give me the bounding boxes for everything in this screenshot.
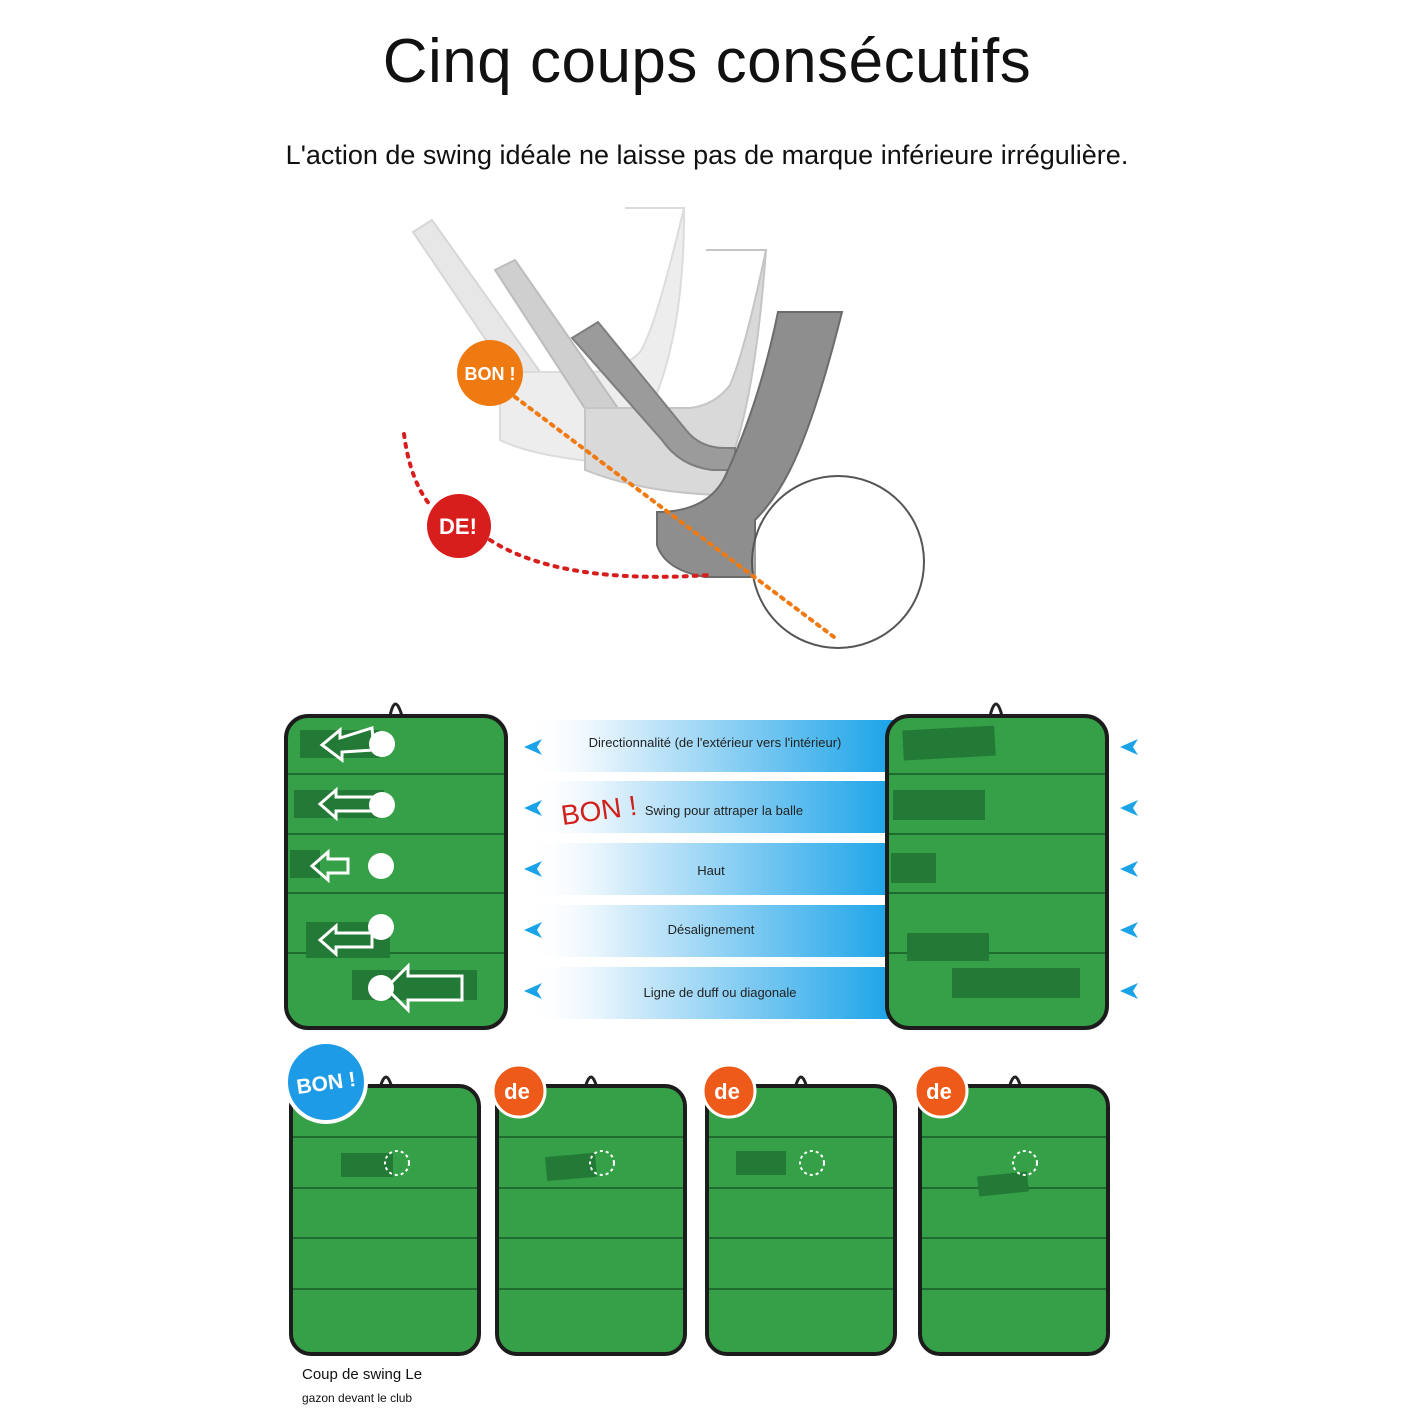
arrow-left-icon: [309, 848, 350, 884]
golf-ball: [368, 914, 394, 940]
bottom-mat-1: [289, 1075, 481, 1356]
good-path-dotted: [513, 395, 840, 642]
mat-badge-3: de: [701, 1063, 757, 1119]
bottom-mats: BON ! de de de: [284, 1040, 1110, 1356]
club-ghost-4: [584, 249, 768, 497]
svg-text:DE!: DE!: [439, 514, 477, 539]
arrow-left-icon: [524, 983, 542, 999]
bottom-mat-3: [705, 1075, 897, 1356]
right-mat: [885, 702, 1109, 1030]
bottom-mat-2: [495, 1075, 687, 1356]
golf-ball: [369, 731, 395, 757]
right-arrow-markers: [1120, 739, 1138, 999]
ball-position-ring: [384, 1150, 410, 1176]
arrow-left-icon: [524, 922, 542, 938]
row-label-1: Directionnalité (de l'extérieur vers l'i…: [589, 735, 842, 750]
club-swing-diagram: BON ! DE!: [402, 207, 925, 649]
row-label-2: Swing pour attraper la balle: [645, 803, 803, 818]
mat-badge-1: BON !: [284, 1040, 368, 1124]
left-mat: [284, 702, 508, 1030]
swing-analysis-chart: Directionnalité (de l'extérieur vers l'i…: [284, 702, 1138, 1030]
golf-ball: [369, 792, 395, 818]
arrow-left-icon: [524, 861, 542, 877]
caption-line-1: Coup de swing Le: [302, 1366, 423, 1383]
svg-text:de: de: [926, 1079, 952, 1104]
band-row-2: [525, 781, 895, 833]
bad-path-dotted: [402, 432, 712, 579]
caption-line-2: gazon devant le club: [302, 1391, 413, 1405]
mat-badge-2: de: [491, 1063, 547, 1119]
row-label-4: Désalignement: [668, 922, 755, 937]
golf-ball: [368, 975, 394, 1001]
arrow-left-icon: [383, 962, 464, 1014]
svg-text:de: de: [504, 1079, 530, 1104]
club-shaft: [570, 320, 736, 471]
arrow-left-icon: [1120, 922, 1138, 938]
arrow-left-icon: [1120, 983, 1138, 999]
golf-ball: [368, 853, 394, 879]
ball-outline: [751, 475, 925, 649]
arrow-left-icon: [1120, 739, 1138, 755]
ball-position-ring: [589, 1150, 615, 1176]
row-label-5: Ligne de duff ou diagonale: [643, 985, 796, 1000]
ball-position-ring: [799, 1150, 825, 1176]
arrow-left-icon: [524, 800, 542, 816]
club-head: [656, 311, 844, 578]
page-title: Cinq coups consécutifs: [382, 27, 1032, 96]
left-arrow-markers: [524, 739, 542, 999]
band-row-3: [525, 843, 895, 895]
arrow-left-icon: [317, 922, 374, 958]
mat-badge-4: de: [913, 1063, 969, 1119]
ball-position-ring: [1012, 1150, 1038, 1176]
svg-text:BON !: BON !: [465, 364, 516, 384]
row-label-3: Haut: [697, 863, 725, 878]
arrow-left-icon: [524, 739, 542, 755]
arrow-left-icon: [1120, 800, 1138, 816]
arrow-left-icon: [1120, 861, 1138, 877]
bad-badge: DE!: [427, 494, 491, 558]
good-badge: BON !: [457, 340, 523, 406]
page-subtitle: L'action de swing idéale ne laisse pas d…: [285, 140, 1129, 170]
band-row-1: [525, 720, 895, 772]
band-row-4: [525, 905, 895, 957]
bottom-mat-4: [918, 1075, 1110, 1356]
band-row-5: [525, 967, 895, 1019]
svg-text:de: de: [714, 1079, 740, 1104]
